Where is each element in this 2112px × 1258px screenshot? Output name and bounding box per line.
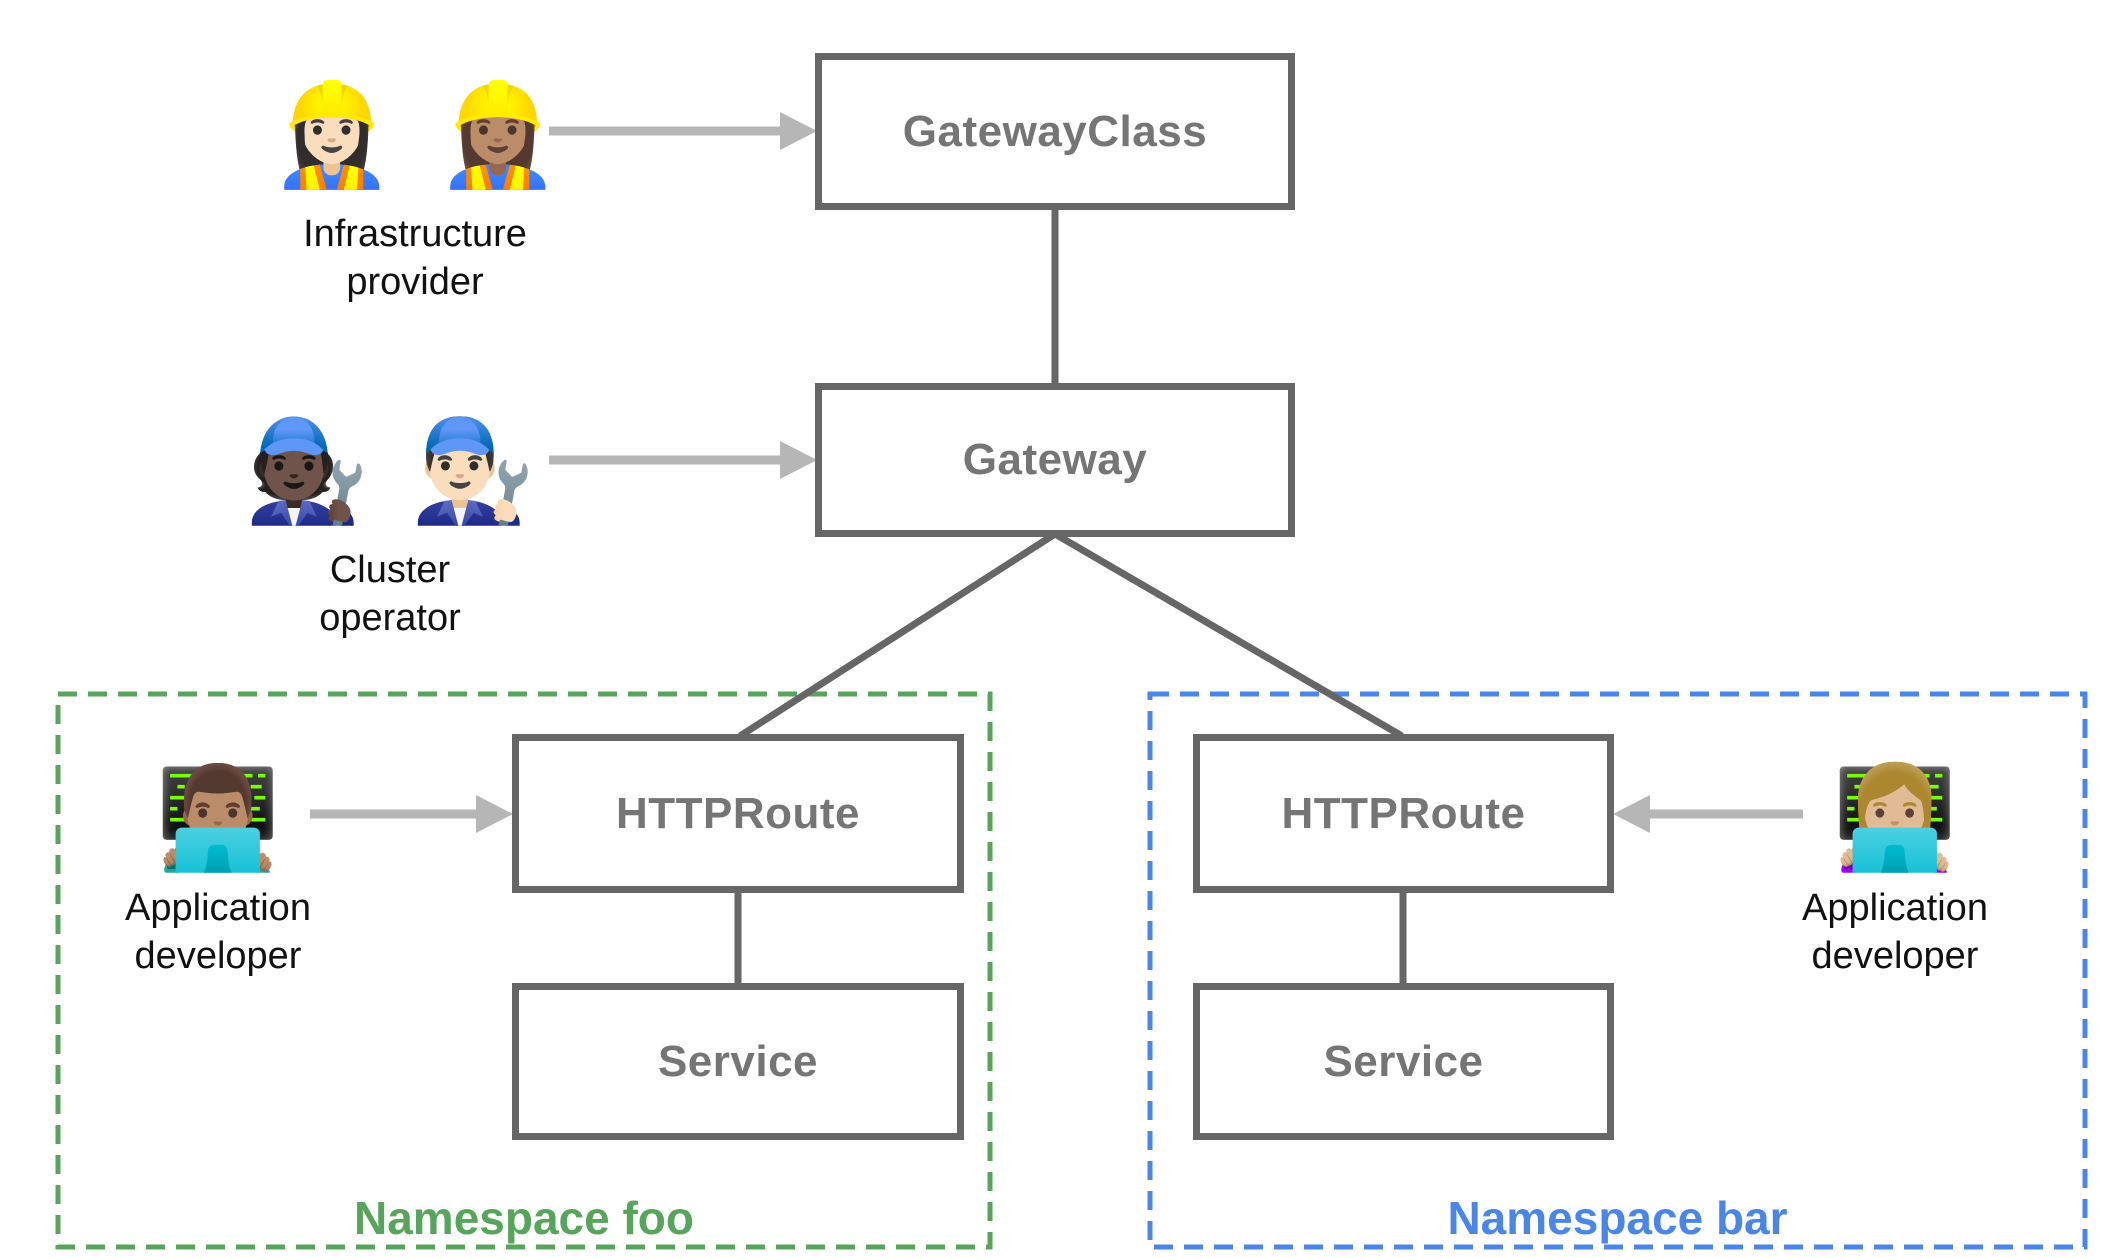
- arrow-app-developer-foo-head-icon: [476, 795, 513, 833]
- persona-app-developer-bar-label-line1: Application: [1802, 887, 1988, 929]
- persona-app-developer-foo-label-line2: developer: [134, 935, 302, 977]
- persona-app-developer-foo: 👨🏽‍💻 Application developer: [0, 752, 458, 980]
- man-technologist-emoji-icon: 👨🏽‍💻: [155, 762, 281, 874]
- node-gatewayclass-label: GatewayClass: [902, 106, 1208, 156]
- namespace-bar-boundary: [1147, 691, 2088, 1250]
- persona-infrastructure-provider-label-line2: provider: [346, 261, 484, 303]
- namespace-foo-label: Namespace foo: [353, 1192, 694, 1244]
- persona-infrastructure-provider-label-line1: Infrastructure: [303, 213, 527, 255]
- woman-technologist-emoji-icon: 👩🏼‍💻: [1832, 762, 1958, 874]
- arrow-infrastructure-provider-head-icon: [780, 112, 817, 150]
- node-gateway: Gateway: [815, 383, 1295, 537]
- node-gateway-label: Gateway: [962, 435, 1148, 484]
- arrow-cluster-operator-head-icon: [780, 441, 817, 479]
- node-gatewayclass: GatewayClass: [815, 53, 1295, 210]
- persona-cluster-operator: 🧑🏿‍🔧 👨🏻‍🔧 Cluster operator: [150, 396, 630, 642]
- persona-cluster-operator-label-line2: operator: [319, 597, 461, 639]
- persona-app-developer-foo-label-line1: Application: [125, 887, 311, 929]
- connector-gateway-httproute-bar: [1053, 530, 1404, 740]
- persona-app-developer-bar: 👩🏼‍💻 Application developer: [1655, 752, 2112, 980]
- node-service-bar: Service: [1193, 983, 1614, 1140]
- arrow-app-developer-bar-head-icon: [1613, 795, 1650, 833]
- node-service-foo: Service: [512, 983, 964, 1140]
- construction-workers-emoji-icon: 👷🏻‍♀️ 👷🏽‍♀️: [269, 79, 561, 191]
- node-httproute-bar-label: HTTPRoute: [1281, 788, 1526, 838]
- namespace-bar-label: Namespace bar: [1447, 1192, 1788, 1244]
- namespace-foo-boundary: [55, 691, 993, 1250]
- node-httproute-foo: HTTPRoute: [512, 734, 964, 893]
- connector-gateway-httproute-foo: [738, 531, 1057, 739]
- mechanics-emoji-icon: 🧑🏿‍🔧 👨🏻‍🔧: [244, 415, 536, 527]
- persona-app-developer-bar-label-line2: developer: [1811, 935, 1979, 977]
- node-service-bar-label: Service: [1323, 1036, 1484, 1086]
- node-httproute-foo-label: HTTPRoute: [615, 788, 861, 838]
- persona-infrastructure-provider: 👷🏻‍♀️ 👷🏽‍♀️ Infrastructure provider: [175, 60, 655, 306]
- node-httproute-bar: HTTPRoute: [1193, 734, 1614, 893]
- node-service-foo-label: Service: [657, 1036, 819, 1086]
- persona-cluster-operator-label-line1: Cluster: [329, 549, 451, 591]
